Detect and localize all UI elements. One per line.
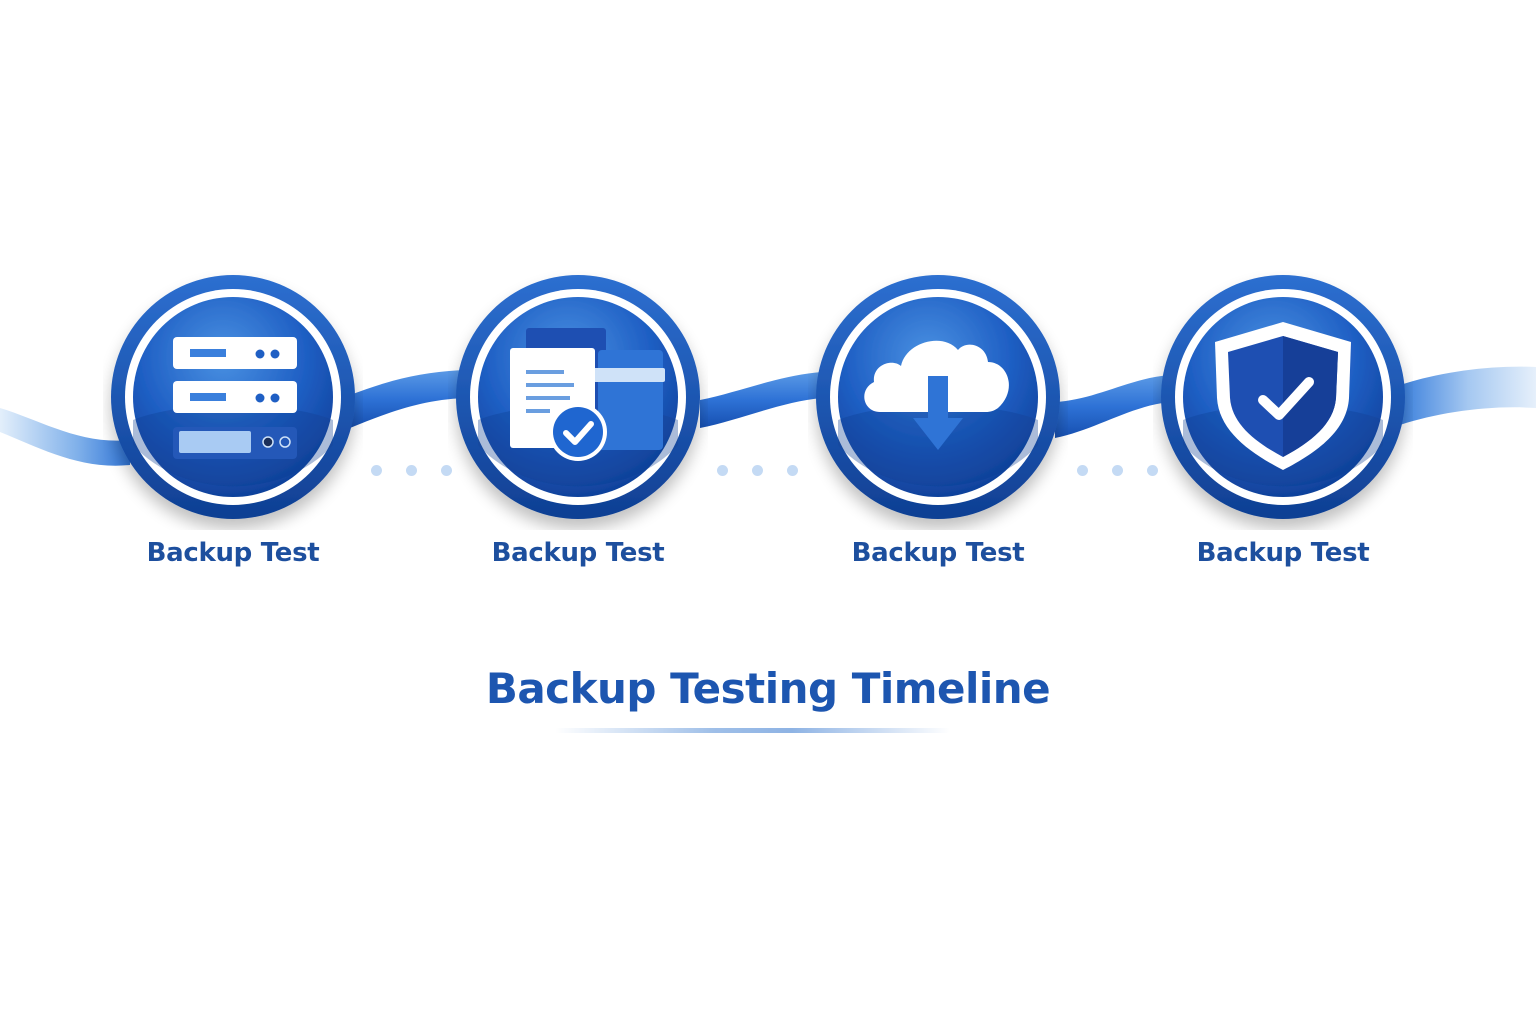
connector-dot bbox=[717, 465, 728, 476]
shield-check-icon bbox=[1161, 275, 1405, 519]
connector-dot bbox=[371, 465, 382, 476]
cloud-download-icon bbox=[816, 275, 1060, 519]
step-label: Backup Test bbox=[1196, 538, 1370, 568]
step-label: Backup Test bbox=[851, 538, 1025, 568]
connector-dots-1 bbox=[371, 465, 452, 476]
server-rack-icon bbox=[111, 275, 355, 519]
step-label: Backup Test bbox=[146, 538, 320, 568]
connector-dot bbox=[441, 465, 452, 476]
connector-dot bbox=[406, 465, 417, 476]
connector-dot bbox=[1112, 465, 1123, 476]
diagram-title: Backup Testing Timeline bbox=[485, 664, 1051, 713]
connector-dots-3 bbox=[1077, 465, 1158, 476]
step-label: Backup Test bbox=[491, 538, 665, 568]
connector-dot bbox=[752, 465, 763, 476]
connector-dot bbox=[787, 465, 798, 476]
connector-dot bbox=[1077, 465, 1088, 476]
connector-dot bbox=[1147, 465, 1158, 476]
connector-dots-2 bbox=[717, 465, 798, 476]
document-folder-check-icon bbox=[456, 275, 700, 519]
title-underline bbox=[555, 728, 950, 733]
